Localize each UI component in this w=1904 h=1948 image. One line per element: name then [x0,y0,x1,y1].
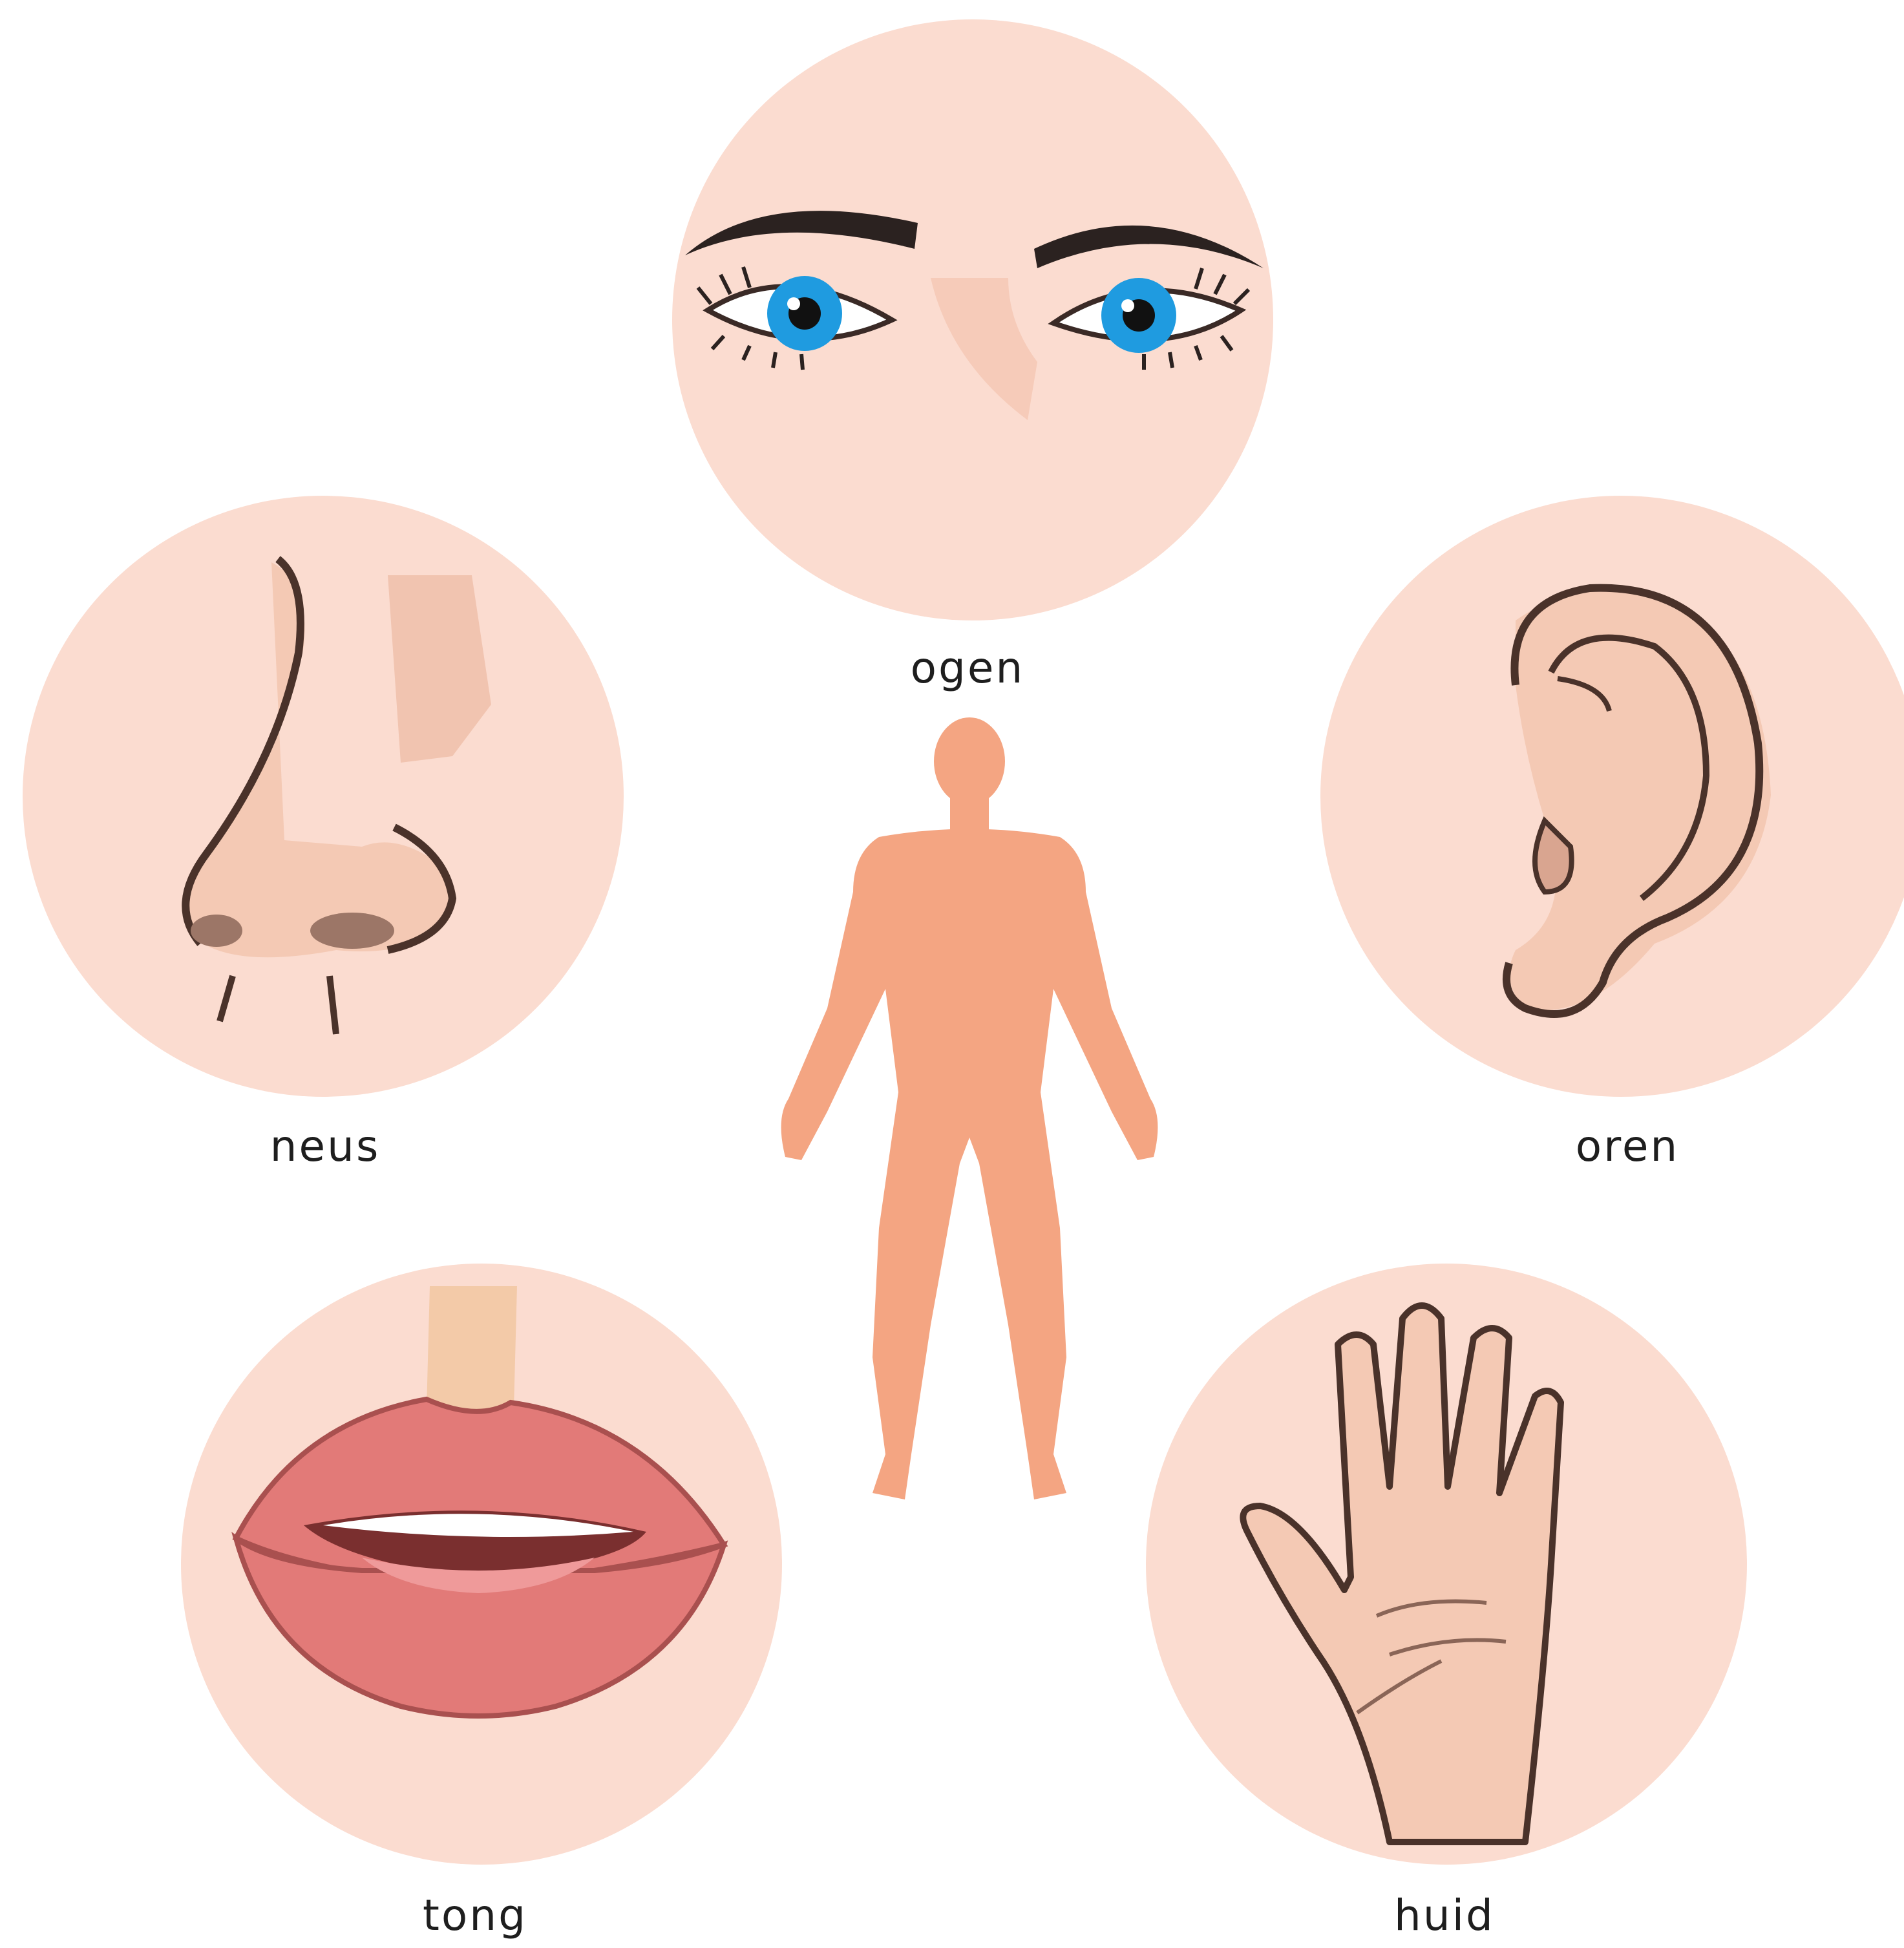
label-neus: neus [270,1121,381,1171]
nose-panel [23,496,624,1097]
label-oren: oren [1576,1121,1680,1171]
label-ogen: ogen [911,643,1025,693]
skin-panel [1146,1264,1747,1865]
human-body-icon [781,717,1158,1499]
label-huid: huid [1394,1890,1495,1940]
ears-panel [1320,496,1904,1097]
eyes-panel [672,19,1273,620]
nose-circle [23,496,624,1097]
tongue-panel [181,1264,782,1865]
label-tong: tong [423,1890,527,1940]
